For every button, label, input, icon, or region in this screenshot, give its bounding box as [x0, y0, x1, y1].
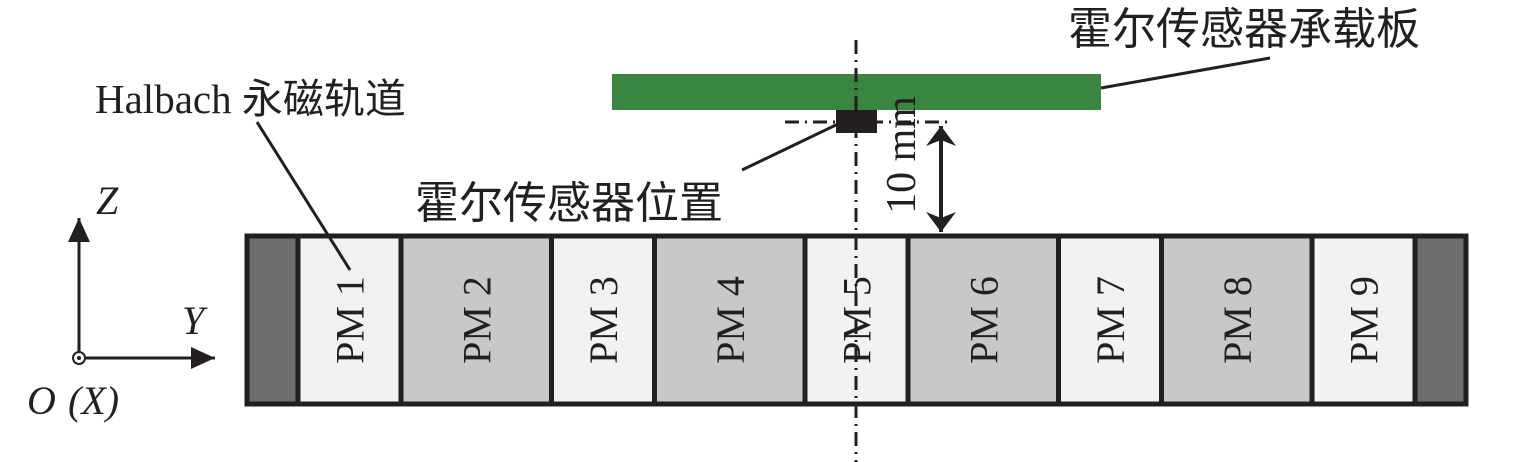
magnet-9: [1309, 233, 1418, 407]
hall-sensor: [836, 110, 877, 133]
magnet-label: PM 6: [961, 276, 1006, 364]
track-leader: [255, 121, 352, 271]
sensor-leader: [741, 122, 839, 172]
magnet-4: [652, 233, 808, 407]
magnet-label: PM 2: [454, 276, 499, 364]
magnet-label: PM 1: [328, 276, 373, 364]
x-axis-label: (X): [68, 378, 119, 423]
magnet-label: PM 4: [708, 276, 753, 364]
magnet-label: PM 8: [1215, 276, 1260, 364]
magnet-label: PM 3: [581, 276, 626, 364]
sensor-label: 霍尔传感器位置: [415, 179, 723, 228]
track-end-right: [1415, 236, 1466, 404]
z-axis-label: Z: [96, 178, 119, 223]
board-label: 霍尔传感器承载板: [1068, 5, 1420, 54]
distance-label: 10 mm: [879, 96, 925, 214]
magnet-label: PM 9: [1342, 276, 1387, 364]
x-axis-dot: [77, 356, 81, 360]
track-label: Halbach 永磁轨道: [95, 76, 406, 122]
origin-label: O: [27, 378, 56, 423]
board-leader: [1100, 56, 1271, 90]
y-axis-label: Y: [182, 298, 208, 343]
magnet-label: PM 7: [1088, 276, 1133, 364]
track-end-left: [247, 236, 298, 404]
